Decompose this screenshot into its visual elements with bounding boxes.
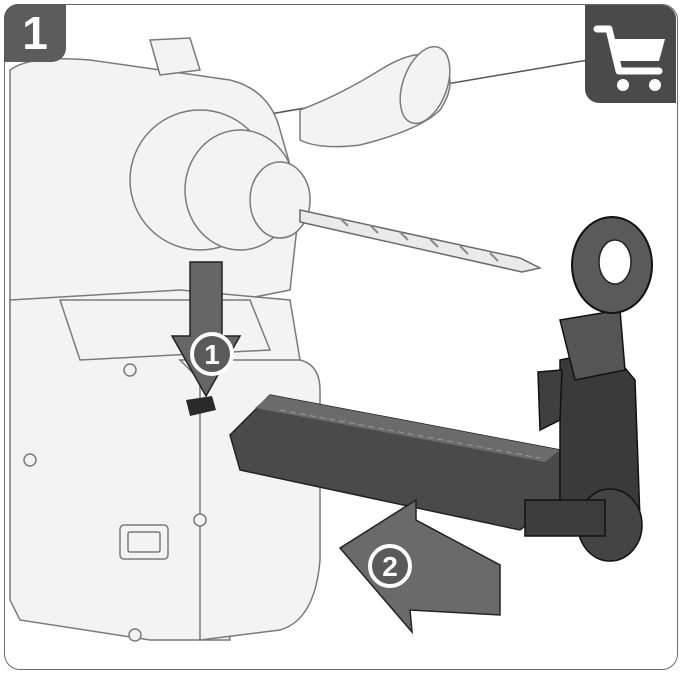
callout-1-label: 1 xyxy=(204,339,220,370)
callout-2-marker: 2 xyxy=(368,544,412,588)
step-number-badge: 1 xyxy=(4,4,66,62)
callout-2-label: 2 xyxy=(382,551,398,582)
latch-button xyxy=(186,396,216,416)
dust-extraction-attachment xyxy=(229,216,653,562)
shopping-cart-button[interactable] xyxy=(585,5,676,103)
callout-1-marker: 1 xyxy=(190,332,234,376)
arrow-left-icon xyxy=(338,498,501,635)
shopping-cart-icon xyxy=(593,25,665,91)
drill-bit xyxy=(299,209,543,273)
